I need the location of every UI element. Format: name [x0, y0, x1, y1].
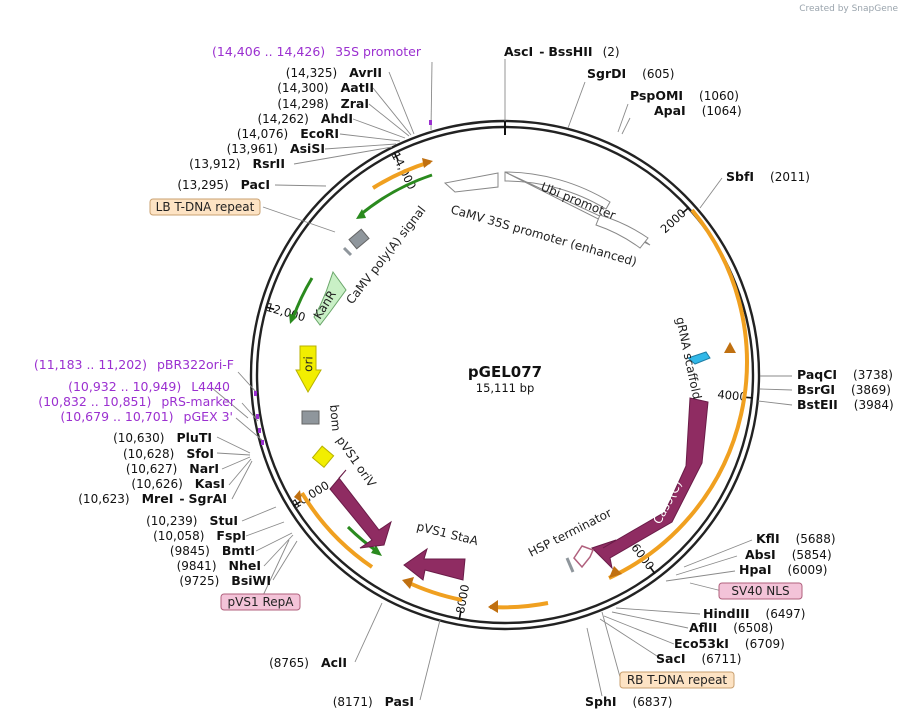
boxed-label[interactable]: SV40 NLS [718, 582, 803, 600]
site-label-sfoi[interactable]: (10,628)SfoI [123, 446, 214, 461]
orf-arrowheads [294, 158, 736, 613]
orf-arc-repa [300, 491, 374, 569]
svg-text:RB T-DNA repeat: RB T-DNA repeat [627, 673, 728, 687]
tick-mark [458, 610, 462, 620]
boxed-label[interactable]: RB T-DNA repeat [619, 671, 735, 689]
site-label-asci[interactable]: AscI-BssHII(2) [504, 44, 620, 59]
feature-bom[interactable] [301, 410, 320, 425]
site-leaders [211, 59, 793, 701]
site-label-bsrgi[interactable]: BsrGI(3869) [797, 382, 891, 397]
site-label-hpai[interactable]: HpaI(6009) [739, 562, 827, 577]
site-label-acli[interactable]: (8765)AclI [269, 655, 347, 670]
feature-pvs1-oriv[interactable] [311, 445, 335, 468]
feature-pvs1-repa-cds[interactable] [329, 469, 392, 549]
site-label-sphi[interactable]: SphI(6837) [585, 694, 672, 709]
primer-label[interactable]: (10,832 .. 10,851)pRS-marker [38, 394, 236, 409]
feature-cas9[interactable] [591, 397, 709, 570]
primer-label[interactable]: (10,932 .. 10,949)L4440 [68, 379, 230, 394]
tick-mark [681, 206, 690, 214]
feature-lb-bar [342, 246, 353, 257]
primer-label[interactable]: (10,679 .. 10,701)pGEX 3' [60, 409, 233, 424]
feature-grna[interactable] [687, 351, 711, 365]
svg-text:LB T-DNA repeat: LB T-DNA repeat [156, 200, 255, 214]
label-pvs1-staa: pVS1 StaA [415, 519, 480, 548]
boxed-label[interactable]: pVS1 RepA [220, 593, 301, 611]
site-label-pluti[interactable]: (10,630)PluTI [113, 430, 212, 445]
primers: (14,406 .. 14,426)35S promoter (11,183 ..… [34, 44, 432, 445]
site-label-paci[interactable]: (13,295)PacI [177, 177, 270, 192]
feature-kanr[interactable] [313, 270, 347, 326]
site-label-bmti[interactable]: (9845)BmtI [170, 543, 255, 558]
green-arrowheads [289, 209, 382, 556]
site-label-stui[interactable]: (10,239)StuI [146, 513, 238, 528]
feature-hsp-terminator[interactable] [573, 545, 595, 569]
primer-label[interactable]: (11,183 .. 11,202)pBR322ori-F [34, 357, 234, 372]
site-label-kasi[interactable]: (10,626)KasI [131, 476, 225, 491]
feature-ori[interactable] [295, 345, 322, 394]
feature-camv35s-promoter[interactable] [443, 172, 499, 193]
primer-mark [429, 120, 432, 125]
site-label-pspomi[interactable]: PspOMI(1060) [630, 88, 739, 103]
site-label-rsrii[interactable]: (13,912)RsrII [189, 156, 285, 171]
primer-mark [258, 428, 261, 433]
plasmid-name: pGEL077 [468, 363, 542, 381]
tick-label: 2000 [658, 206, 689, 236]
site-label-kfli[interactable]: KflI(5688) [756, 531, 836, 546]
primer-mark [256, 414, 259, 419]
tick-label: 8000 [453, 583, 472, 614]
watermark: Created by SnapGene [799, 4, 898, 14]
feature-polya-box[interactable] [348, 228, 370, 250]
orf-arc-8000b [404, 579, 463, 602]
site-label-hindiii[interactable]: HindIII(6497) [703, 606, 805, 621]
site-label-avrii[interactable]: (14,325)AvrII [286, 65, 382, 80]
site-label-zrai[interactable]: (14,298)ZraI [277, 96, 369, 111]
site-label-nhei[interactable]: (9841)NheI [177, 558, 261, 573]
plasmid-size: 15,111 bp [476, 381, 535, 395]
orf-green-1 [359, 173, 433, 217]
tick-label: 12,000 [265, 300, 308, 324]
site-label-asisi[interactable]: (13,961)AsiSI [227, 141, 325, 156]
feature-pvs1-staa[interactable] [403, 547, 466, 581]
boxed-label[interactable]: LB T-DNA repeat [149, 198, 261, 216]
site-label-saci[interactable]: SacI(6711) [656, 651, 741, 666]
site-label-sbfi[interactable]: SbfI(2011) [726, 169, 810, 184]
site-label-aatii[interactable]: (14,300)AatII [277, 80, 374, 95]
feature-hsp-bar [565, 557, 575, 573]
svg-text:SV40 NLS: SV40 NLS [731, 584, 789, 598]
label-bom: bom [327, 404, 343, 432]
site-label-eco53ki[interactable]: Eco53kI(6709) [674, 636, 785, 651]
site-label-ecori[interactable]: (14,076)EcoRI [237, 126, 339, 141]
site-label-absi[interactable]: AbsI(5854) [745, 547, 832, 562]
orf-arcs [300, 160, 749, 610]
label-ori: ori [301, 356, 316, 372]
primer-mark [261, 440, 264, 445]
orf-arc-cas9 [608, 208, 749, 580]
primer-mark [254, 391, 257, 396]
tick-mark [265, 306, 275, 311]
tick-label: 4000 [717, 387, 747, 404]
site-label-bsteii[interactable]: BstEII(3984) [797, 397, 894, 412]
tick-mark [393, 151, 399, 161]
site-label-pasi[interactable]: (8171)PasI [333, 694, 414, 709]
site-label-paqci[interactable]: PaqCI(3738) [797, 367, 893, 382]
site-label-sgrdi[interactable]: SgrDI(605) [587, 66, 674, 81]
tick-mark [292, 500, 302, 507]
site-label-aflii[interactable]: AflII(6508) [689, 620, 773, 635]
svg-text:pVS1 RepA: pVS1 RepA [228, 595, 295, 609]
site-label-fspi[interactable]: (10,058)FspI [153, 528, 246, 543]
restriction-sites: AscI-BssHII(2) SgrDI(605) PspOMI(1060)ApaI… [78, 44, 893, 709]
site-label-ahdi[interactable]: (14,262)AhdI [257, 111, 353, 126]
primer-label[interactable]: (14,406 .. 14,426)35S promoter [212, 44, 422, 59]
site-label-apai[interactable]: ApaI(1064) [654, 103, 742, 118]
site-label-bsiwi[interactable]: (9725)BsiWI [179, 573, 271, 588]
site-label-nari[interactable]: (10,627)NarI [126, 461, 219, 476]
site-label-mrei[interactable]: (10,623)MreI-SgrAI [78, 491, 227, 506]
feature-camv35s-enh[interactable] [595, 214, 649, 249]
tick-mark [648, 566, 656, 575]
orf-arc-8000a [489, 601, 549, 610]
